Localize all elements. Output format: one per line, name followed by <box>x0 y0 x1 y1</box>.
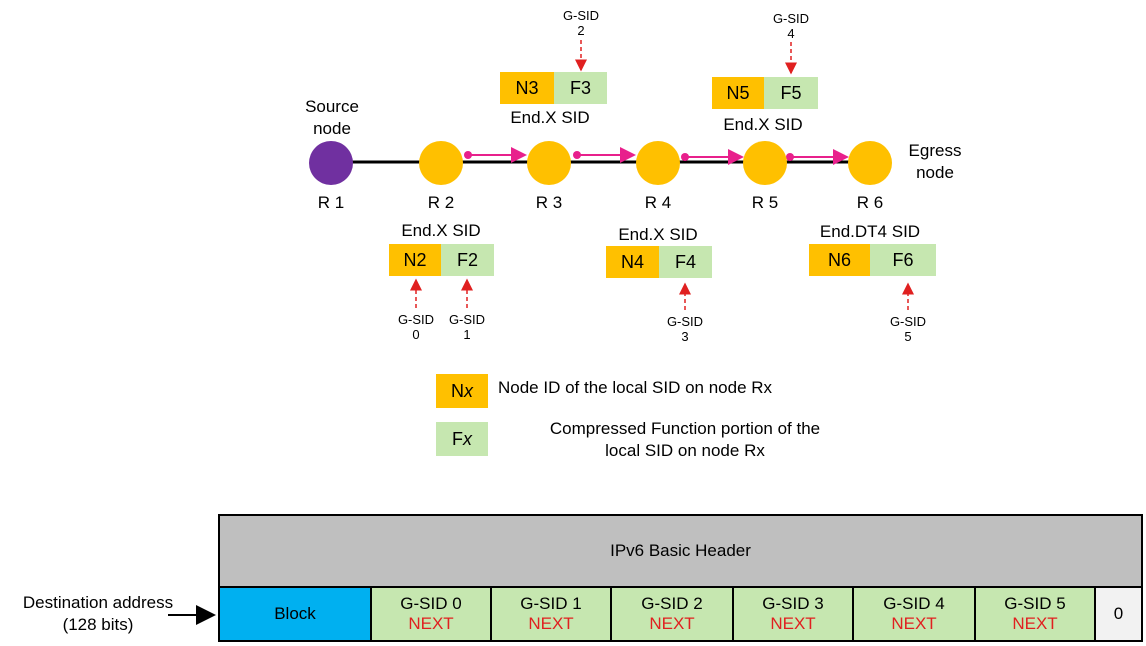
egress-label-line1: Egress <box>908 141 962 160</box>
legend-n-var: x <box>464 380 473 401</box>
gsid4-label: G-SID 4 <box>761 11 821 41</box>
egress-label-line2: node <box>916 163 954 182</box>
gsid-field-label: G-SID 4 <box>883 594 945 613</box>
egress-node-label: Egress node <box>895 140 975 184</box>
gsid-field-4: G-SID 4 NEXT <box>852 586 976 642</box>
node-r6-label: R 6 <box>856 193 884 212</box>
destination-label-line1: Destination address <box>22 593 174 612</box>
destination-address-label: Destination address (128 bits) <box>0 592 196 636</box>
gsid-index: 5 <box>904 329 912 344</box>
node-r6 <box>848 141 892 185</box>
node-r4 <box>636 141 680 185</box>
next-flag: NEXT <box>1012 614 1058 633</box>
node-r2-label: R 2 <box>427 193 455 212</box>
gsid1-label: G-SID 1 <box>439 312 495 342</box>
gsid-arrows <box>410 40 914 310</box>
block-label: Block <box>274 604 316 623</box>
gsid-text: G-SID <box>562 8 600 23</box>
gsid-field-5: G-SID 5 NEXT <box>974 586 1096 642</box>
legend-function-text: Compressed Function portion of the local… <box>500 418 870 462</box>
node-r2 <box>419 141 463 185</box>
source-label-line2: node <box>313 119 351 138</box>
node-id-n3: N3 <box>500 72 554 104</box>
gsid-text: G-SID <box>772 11 810 26</box>
block-field: Block <box>218 586 372 642</box>
padding-zero-field: 0 <box>1094 586 1143 642</box>
gsid5-label: G-SID 5 <box>878 314 938 344</box>
node-id-n2: N2 <box>389 244 441 276</box>
legend-node-id-text: Node ID of the local SID on node Rx <box>498 378 773 397</box>
gsid-field-label: G-SID 0 <box>400 594 462 613</box>
source-node-label: Source node <box>296 96 368 140</box>
function-f2: F2 <box>441 244 494 276</box>
sid-type-r5: End.X SID <box>723 115 803 134</box>
gsid-text: G-SID <box>448 312 486 327</box>
gsid-field-2: G-SID 2 NEXT <box>610 586 734 642</box>
next-flag: NEXT <box>770 614 816 633</box>
legend-f-var: x <box>463 428 472 449</box>
next-flag: NEXT <box>528 614 574 633</box>
node-r3-label: R 3 <box>535 193 563 212</box>
next-flag: NEXT <box>408 614 454 633</box>
node-id-n4: N4 <box>606 246 659 278</box>
destination-label-line2: (128 bits) <box>62 615 134 634</box>
sid-type-r6: End.DT4 SID <box>819 222 921 241</box>
node-r4-label: R 4 <box>644 193 672 212</box>
sid-type-r4: End.X SID <box>618 225 698 244</box>
sid-type-r3: End.X SID <box>510 108 590 127</box>
node-r5 <box>743 141 787 185</box>
sid-type-r2: End.X SID <box>401 221 481 240</box>
gsid-field-1: G-SID 1 NEXT <box>490 586 612 642</box>
legend-function-line2: local SID on node Rx <box>605 441 765 460</box>
node-r1-label: R 1 <box>317 193 345 212</box>
gsid-field-3: G-SID 3 NEXT <box>732 586 854 642</box>
node-r1 <box>309 141 353 185</box>
gsid2-label: G-SID 2 <box>551 8 611 38</box>
legend-function-line1: Compressed Function portion of the <box>549 419 821 438</box>
gsid-field-label: G-SID 5 <box>1004 594 1066 613</box>
gsid-field-label: G-SID 2 <box>641 594 703 613</box>
function-f6: F6 <box>870 244 936 276</box>
gsid-index: 4 <box>787 26 795 41</box>
function-f4: F4 <box>659 246 712 278</box>
node-id-n6: N6 <box>809 244 870 276</box>
function-f3: F3 <box>554 72 607 104</box>
padding-zero-label: 0 <box>1113 604 1124 623</box>
node-r3 <box>527 141 571 185</box>
gsid-text: G-SID <box>889 314 927 329</box>
gsid-index: 2 <box>577 23 585 38</box>
gsid0-label: G-SID 0 <box>388 312 444 342</box>
gsid-field-label: G-SID 3 <box>762 594 824 613</box>
function-f5: F5 <box>764 77 818 109</box>
node-r5-label: R 5 <box>751 193 779 212</box>
ipv6-basic-header: IPv6 Basic Header <box>218 514 1143 588</box>
next-flag: NEXT <box>891 614 937 633</box>
forwarding-path <box>464 147 849 165</box>
gsid-index: 3 <box>681 329 689 344</box>
gsid-field-0: G-SID 0 NEXT <box>370 586 492 642</box>
node-id-n5: N5 <box>712 77 764 109</box>
gsid-text: G-SID <box>397 312 435 327</box>
legend-f-prefix: F <box>452 428 463 449</box>
gsid-index: 0 <box>412 327 420 342</box>
gsid-field-label: G-SID 1 <box>520 594 582 613</box>
legend-n-prefix: N <box>451 380 464 401</box>
gsid3-label: G-SID 3 <box>655 314 715 344</box>
gsid-index: 1 <box>463 327 471 342</box>
next-flag: NEXT <box>649 614 695 633</box>
gsid-text: G-SID <box>666 314 704 329</box>
source-label-line1: Source <box>305 97 359 116</box>
